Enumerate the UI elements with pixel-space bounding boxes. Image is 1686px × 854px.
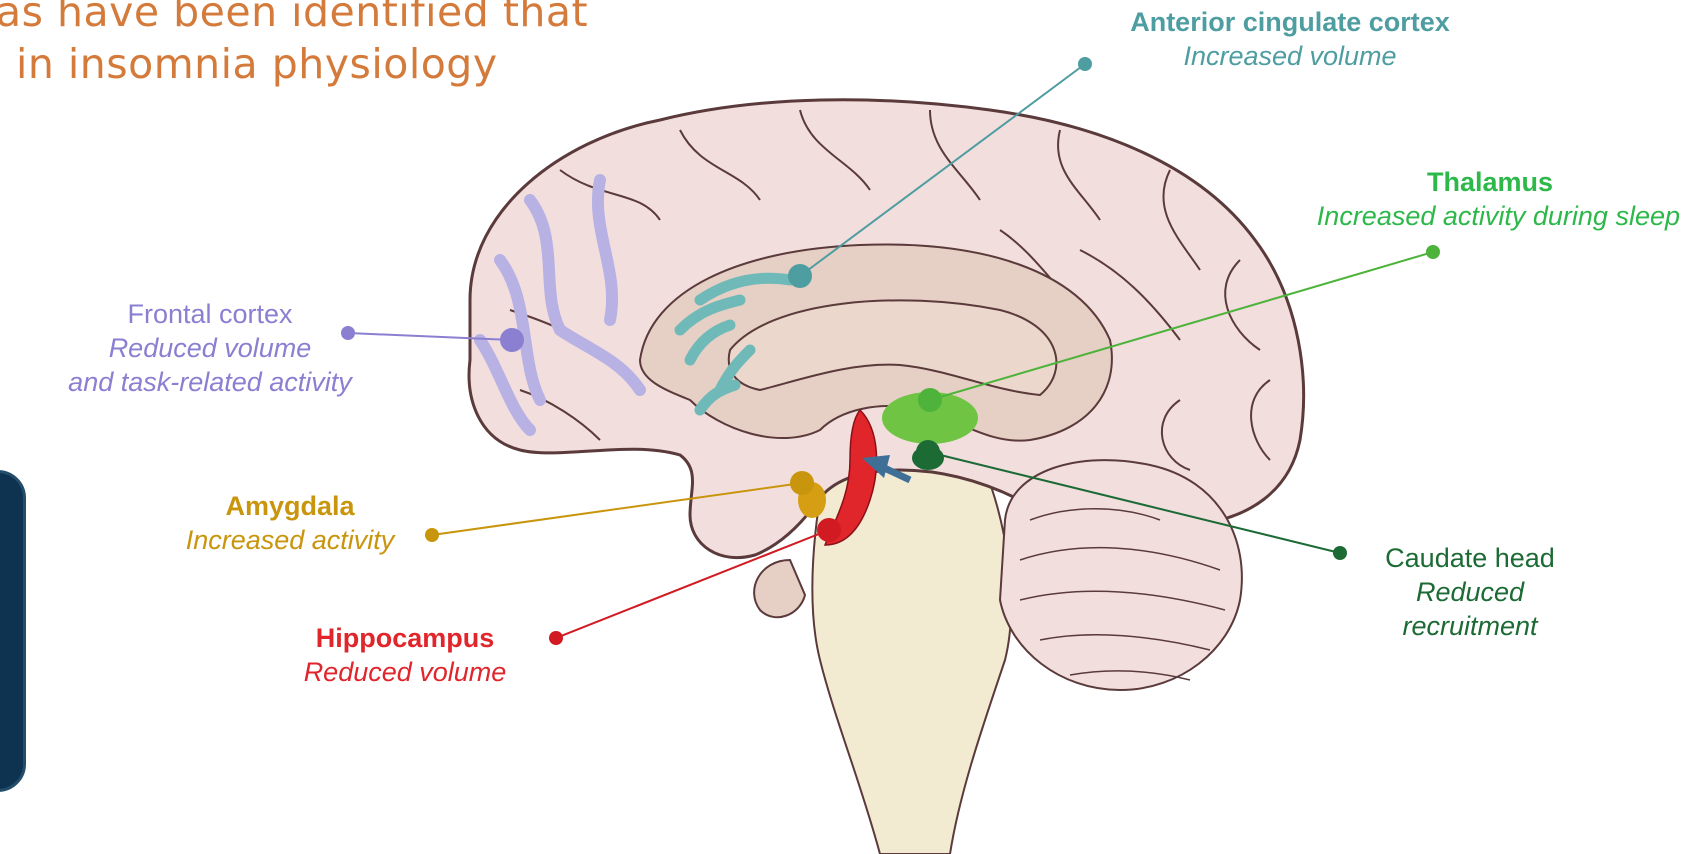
caudate-head-desc-1: Reduced <box>1350 576 1590 610</box>
thalamus-desc: Increased activity during sleep <box>1230 200 1680 234</box>
pituitary <box>754 560 805 617</box>
caudate-head-desc-2: recruitment <box>1350 610 1590 644</box>
callout-hippocampus: Hippocampus Reduced volume <box>260 622 550 690</box>
amygdala-desc: Increased activity <box>130 524 450 558</box>
callout-anterior-cingulate: Anterior cingulate cortex Increased volu… <box>1080 6 1500 74</box>
frontal-cortex-desc-1: Reduced volume <box>10 332 410 366</box>
callout-thalamus: Thalamus Increased activity during sleep <box>1230 166 1680 234</box>
anterior-cingulate-label: Anterior cingulate cortex <box>1080 6 1500 40</box>
caudate-head-label: Caudate head <box>1350 542 1590 576</box>
thalamus-label: Thalamus <box>1230 166 1680 200</box>
callout-caudate-head: Caudate head Reduced recruitment <box>1350 542 1590 643</box>
frontal-cortex-desc-2: and task-related activity <box>10 366 410 400</box>
frontal-cortex-label: Frontal cortex <box>10 298 410 332</box>
callout-frontal-cortex: Frontal cortex Reduced volume and task-r… <box>10 298 410 399</box>
hippocampus-label: Hippocampus <box>260 622 550 656</box>
amygdala-label: Amygdala <box>130 490 450 524</box>
hippocampus-desc: Reduced volume <box>260 656 550 690</box>
anterior-cingulate-desc: Increased volume <box>1080 40 1500 74</box>
callout-amygdala: Amygdala Increased activity <box>130 490 450 558</box>
cerebellum <box>1000 460 1242 690</box>
